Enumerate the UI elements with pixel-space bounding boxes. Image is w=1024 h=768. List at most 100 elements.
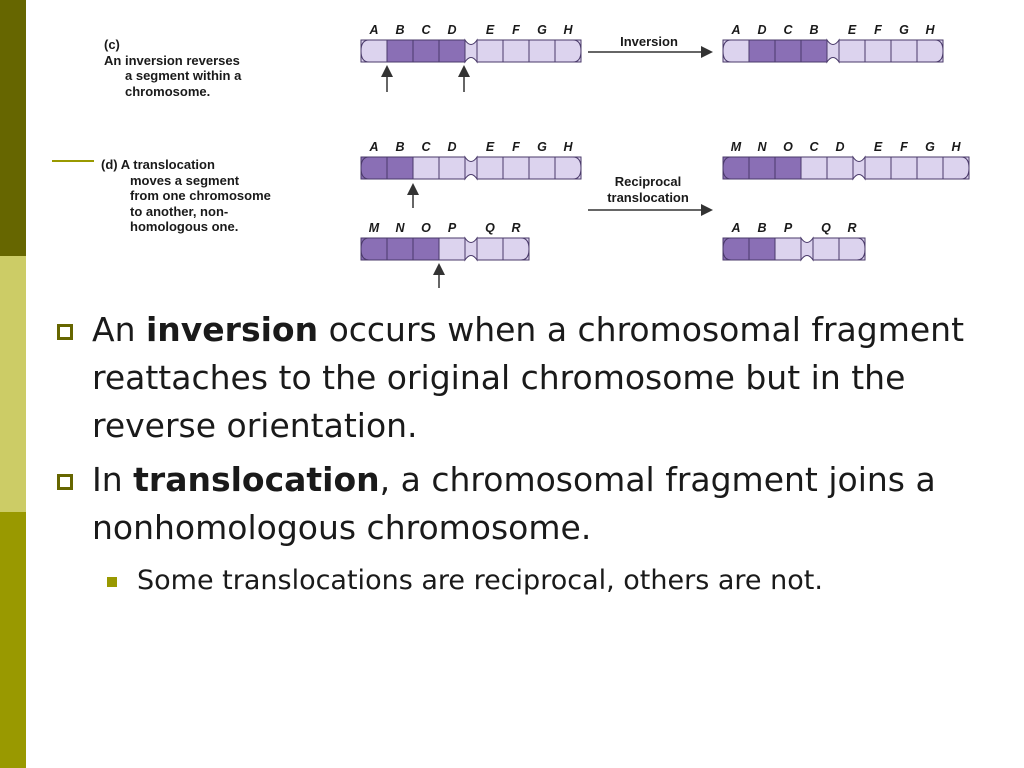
bullet-list: An inversion occurs when a chromosomal f… xyxy=(50,306,1000,604)
gene-label: P xyxy=(784,221,793,235)
gene-label: B xyxy=(395,140,404,154)
gene-label: B xyxy=(395,23,404,37)
chromosome-end-cap xyxy=(856,237,866,261)
gene-label: R xyxy=(511,221,520,235)
centromere xyxy=(826,38,840,64)
square-bullet-icon xyxy=(57,474,73,490)
gene-label: N xyxy=(395,221,405,235)
chromosome-end-cap xyxy=(722,39,732,63)
gene-label: G xyxy=(537,140,547,154)
side-decoration-bar xyxy=(0,0,26,768)
side-bar-light-segment xyxy=(0,256,26,512)
square-bullet-icon xyxy=(57,324,73,340)
gene-label: H xyxy=(563,23,573,37)
chromosome-end-cap xyxy=(722,156,732,180)
gene-segment xyxy=(528,156,556,180)
gene-label: N xyxy=(757,140,767,154)
gene-label: C xyxy=(809,140,819,154)
gene-segment xyxy=(412,156,440,180)
gene-label: E xyxy=(486,23,495,37)
gene-segment xyxy=(386,156,414,180)
gene-label: A xyxy=(368,23,378,37)
gene-segment xyxy=(826,156,854,180)
gene-segment xyxy=(748,39,776,63)
gene-label: C xyxy=(421,23,431,37)
sub-bullet-reciprocal: Some translocations are reciprocal, othe… xyxy=(50,558,1000,604)
translocation-arrow-label-1: Reciprocal xyxy=(615,174,681,189)
gene-segment xyxy=(812,237,840,261)
centromere xyxy=(464,38,478,64)
gene-segment xyxy=(438,156,466,180)
gene-label: D xyxy=(447,140,456,154)
inversion-arrow-label: Inversion xyxy=(620,34,678,49)
gene-segment xyxy=(916,156,944,180)
gene-segment xyxy=(386,237,414,261)
gene-label: M xyxy=(369,221,380,235)
gene-segment xyxy=(890,156,918,180)
gene-segment xyxy=(502,156,530,180)
gene-label: G xyxy=(899,23,909,37)
gene-label: M xyxy=(731,140,742,154)
gene-label: B xyxy=(757,221,766,235)
gene-label: H xyxy=(951,140,961,154)
gene-label: D xyxy=(835,140,844,154)
centromere xyxy=(800,236,814,262)
side-bar-mid-segment xyxy=(0,512,26,768)
gene-segment xyxy=(528,39,556,63)
gene-label: Q xyxy=(821,221,831,235)
gene-segment xyxy=(502,39,530,63)
gene-label: G xyxy=(925,140,935,154)
gene-label: D xyxy=(757,23,766,37)
gene-segment xyxy=(438,237,466,261)
gene-segment xyxy=(412,39,440,63)
caption-translocation: (d) A translocation moves a segment from… xyxy=(101,157,271,234)
gene-segment xyxy=(476,156,504,180)
gene-segment xyxy=(386,39,414,63)
translocation-arrow-label-2: translocation xyxy=(607,190,689,205)
gene-label: E xyxy=(874,140,883,154)
gene-label: F xyxy=(874,23,882,37)
gene-segment xyxy=(838,39,866,63)
gene-label: F xyxy=(512,140,520,154)
gene-segment xyxy=(800,156,828,180)
gene-segment xyxy=(774,156,802,180)
gene-segment xyxy=(864,39,892,63)
gene-segment xyxy=(412,237,440,261)
gene-label: H xyxy=(563,140,573,154)
gene-label: O xyxy=(783,140,793,154)
gene-segment xyxy=(864,156,892,180)
gene-segment xyxy=(476,237,504,261)
gene-segment xyxy=(748,237,776,261)
gene-label: G xyxy=(537,23,547,37)
gene-label: E xyxy=(486,140,495,154)
bullet-translocation: In translocation, a chromosomal fragment… xyxy=(50,456,1000,552)
bullet-inversion: An inversion occurs when a chromosomal f… xyxy=(50,306,1000,450)
centromere xyxy=(464,236,478,262)
gene-segment xyxy=(774,237,802,261)
chromosome-end-cap xyxy=(360,237,370,261)
side-bar-dark-segment xyxy=(0,0,26,256)
gene-label: A xyxy=(368,140,378,154)
chromosome-end-cap xyxy=(722,237,732,261)
gene-segment xyxy=(890,39,918,63)
chromosome-end-cap xyxy=(572,156,582,180)
gene-segment xyxy=(748,156,776,180)
gene-label: A xyxy=(730,23,740,37)
gene-segment xyxy=(438,39,466,63)
filled-square-bullet-icon xyxy=(107,577,117,587)
chromosome-end-cap xyxy=(360,156,370,180)
gene-label: F xyxy=(900,140,908,154)
gene-label: Q xyxy=(485,221,495,235)
gene-segment xyxy=(476,39,504,63)
centromere xyxy=(852,155,866,181)
gene-label: A xyxy=(730,221,740,235)
gene-label: C xyxy=(783,23,793,37)
gene-segment xyxy=(774,39,802,63)
